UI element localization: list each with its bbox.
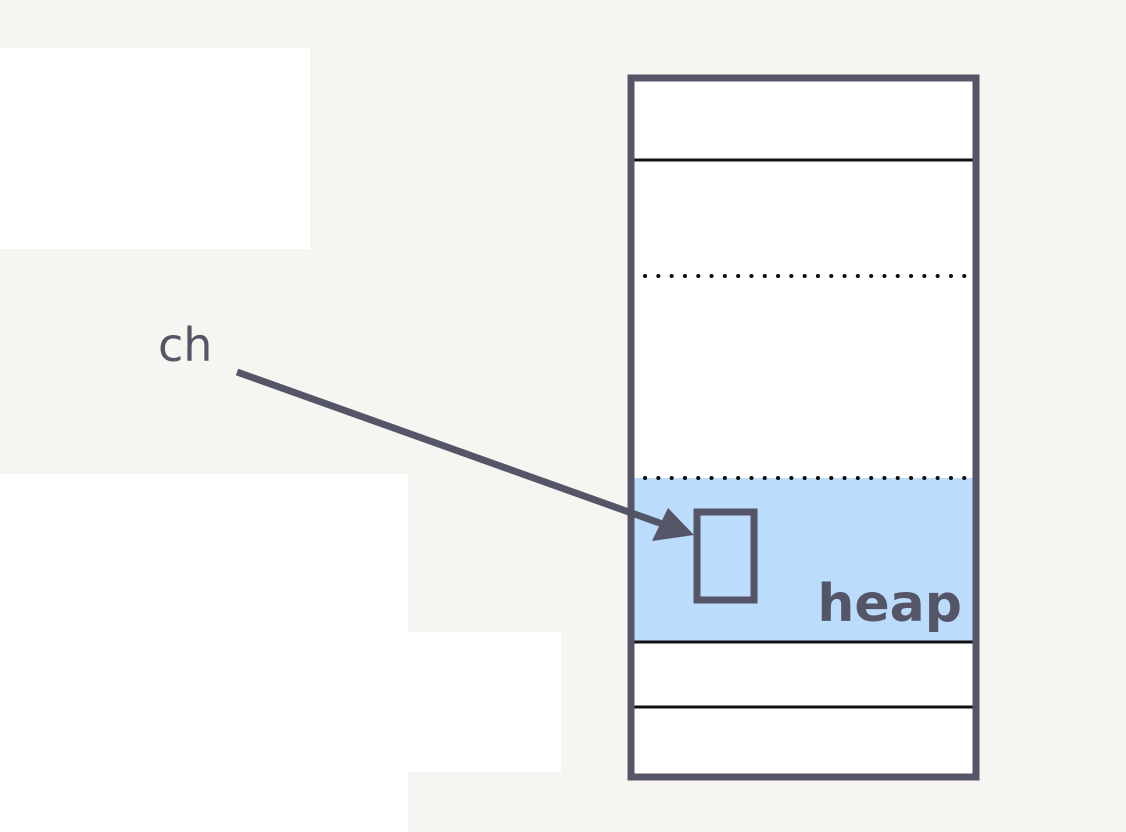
allocated-char-cell [693, 508, 758, 604]
pointer-label: ch [158, 318, 212, 372]
heap-label: heap [817, 574, 962, 634]
memory-column-border [627, 74, 980, 781]
blank-panel-top [0, 48, 310, 249]
blank-panel-bottom-extension [408, 632, 561, 772]
blank-panel-bottom [0, 474, 408, 832]
pointer-arrowhead-icon [652, 508, 694, 541]
memory-column-background [631, 78, 976, 777]
pointer-arrow [235, 368, 684, 535]
heap-segment [634, 478, 973, 642]
